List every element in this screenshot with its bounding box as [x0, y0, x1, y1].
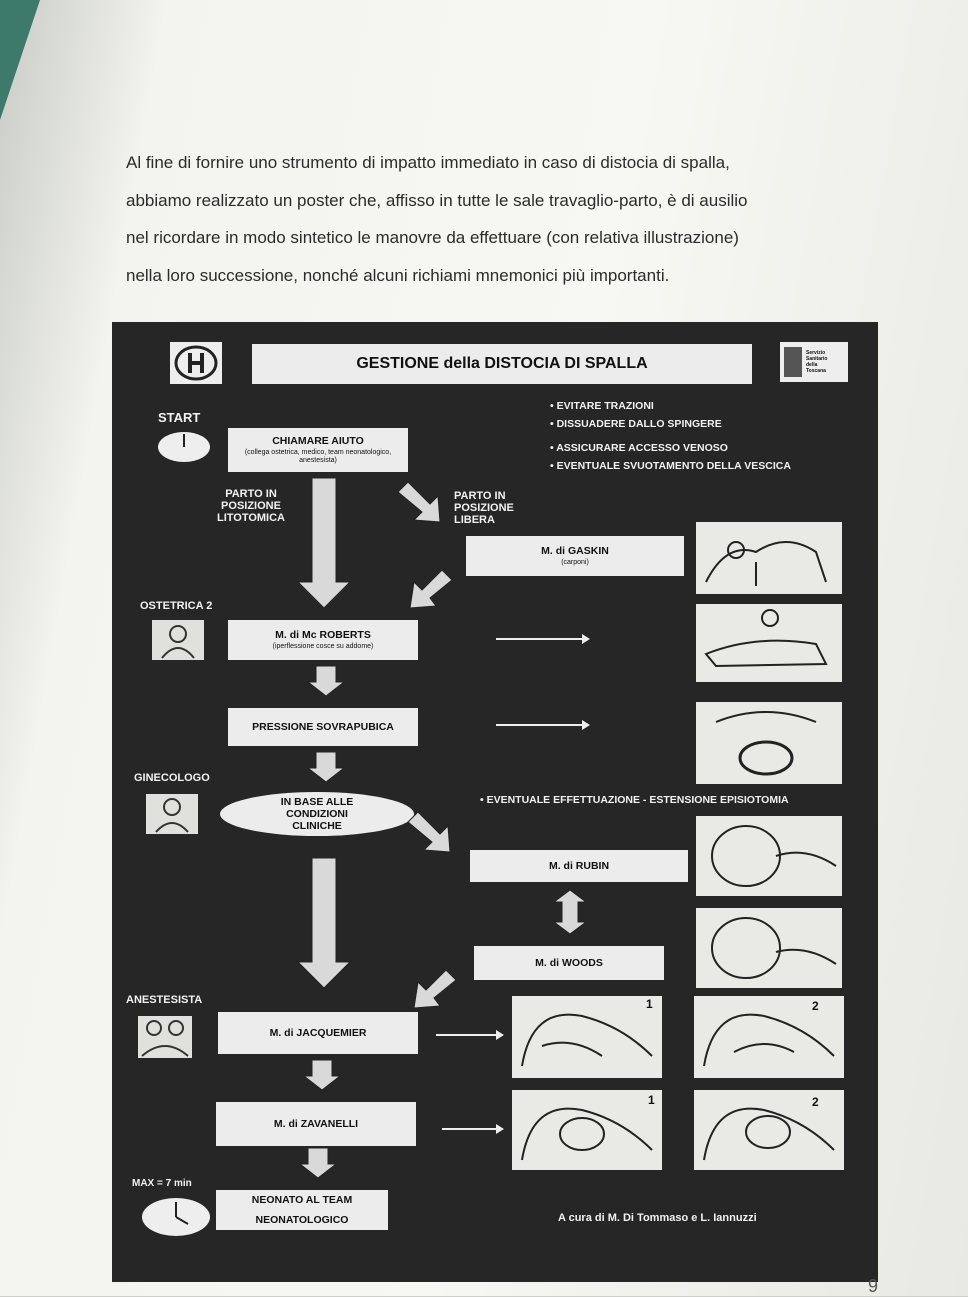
intro-paragraph: Al fine di fornire uno strumento di impa… — [126, 144, 890, 294]
down-arrow-icon — [306, 751, 346, 784]
clock-icon — [140, 1196, 212, 1238]
page-number: 9 — [868, 1276, 879, 1296]
right-arrow-icon — [436, 1030, 504, 1040]
box-pressione-sovrapubica: PRESSIONE SOVRAPUBICA — [228, 708, 418, 746]
diagonal-arrow-icon — [406, 569, 454, 610]
box-title: PRESSIONE SOVRAPUBICA — [252, 721, 394, 733]
ginecologo-icon — [146, 794, 198, 834]
box-subtitle: (carponi) — [561, 559, 589, 566]
bullet-item: • DISSUADERE DALLO SPINGERE — [550, 418, 722, 430]
box-chiamare-aiuto: CHIAMARE AIUTO (collega ostetrica, medic… — [228, 428, 408, 472]
label-parto-litotomica: PARTO IN POSIZIONE LITOTOMICA — [216, 488, 286, 524]
box-rubin: M. di RUBIN — [470, 850, 688, 882]
box-condizioni-cliniche: IN BASE ALLE CONDIZIONI CLINICHE — [220, 792, 414, 836]
poster: GESTIONE della DISTOCIA DI SPALLA Serviz… — [112, 322, 878, 1282]
intro-line: nel ricordare in modo sintetico le manov… — [126, 228, 739, 247]
poster-title: GESTIONE della DISTOCIA DI SPALLA — [252, 344, 752, 384]
woods-illustration — [696, 908, 842, 988]
right-arrow-icon — [496, 720, 590, 730]
label-anestesista: ANESTESISTA — [126, 994, 203, 1006]
step-number: 2 — [812, 1095, 819, 1109]
logo-text: Sanitario — [806, 356, 828, 362]
intro-line: abbiamo realizzato un poster che, affiss… — [126, 190, 748, 210]
diagonal-arrow-icon — [396, 480, 446, 524]
logo-text: Servizio — [806, 350, 826, 356]
logo-text: della — [806, 362, 818, 368]
box-title: NEONATO AL TEAM NEONATOLOGICO — [251, 1194, 353, 1226]
box-title: CHIAMARE AIUTO — [272, 435, 364, 447]
jacquemier-illustration-2 — [694, 996, 844, 1078]
box-title: M. di WOODS — [535, 957, 603, 969]
poster-credit: A cura di M. Di Tommaso e L. Iannuzzi — [558, 1212, 757, 1224]
right-arrow-icon — [442, 1124, 504, 1134]
down-arrow-icon — [302, 1059, 342, 1092]
toscana-logo: Servizio Sanitario della Toscana — [780, 342, 848, 382]
box-title: M. di Mc ROBERTS — [275, 629, 371, 641]
box-subtitle: (collega ostetrica, medico, team neonato… — [244, 449, 392, 464]
toscana-emblem-icon — [784, 347, 802, 377]
box-gaskin: M. di GASKIN (carponi) — [466, 536, 684, 576]
poster-title-text: GESTIONE della DISTOCIA DI SPALLA — [356, 355, 648, 372]
box-title: M. di JACQUEMIER — [269, 1027, 367, 1039]
box-title: IN BASE ALLE CONDIZIONI CLINICHE — [280, 796, 354, 832]
box-title: M. di ZAVANELLI — [273, 1118, 359, 1130]
gaskin-illustration — [696, 522, 842, 594]
bullet-item: • ASSICURARE ACCESSO VENOSO — [550, 442, 728, 454]
bullet-item: • EVENTUALE EFFETTUAZIONE - ESTENSIONE E… — [480, 794, 789, 806]
logo-text: Toscana — [806, 368, 826, 374]
start-label: START — [158, 410, 201, 425]
down-arrow-icon — [296, 857, 352, 990]
box-mcroberts: M. di Mc ROBERTS (iperflessione cosce su… — [228, 620, 418, 660]
clock-icon — [156, 430, 212, 464]
box-title: M. di GASKIN — [541, 545, 609, 557]
hospital-logo — [170, 342, 222, 384]
step-number: 2 — [812, 999, 819, 1013]
down-arrow-icon — [306, 665, 346, 698]
background-corner — [0, 0, 40, 120]
box-subtitle: (iperflessione cosce su addome) — [272, 643, 374, 650]
zavanelli-illustration-1 — [512, 1090, 662, 1170]
box-jacquemier: M. di JACQUEMIER — [218, 1012, 418, 1054]
ostetrica-icon — [152, 620, 204, 660]
down-arrow-icon — [296, 477, 352, 610]
mcroberts-illustration — [696, 604, 842, 682]
diagonal-arrow-icon — [406, 810, 456, 854]
box-neonato: NEONATO AL TEAM NEONATOLOGICO — [216, 1190, 388, 1230]
right-arrow-icon — [496, 634, 590, 644]
box-woods: M. di WOODS — [474, 946, 664, 980]
intro-line: Al fine di fornire uno strumento di impa… — [126, 153, 730, 172]
zavanelli-illustration-2 — [694, 1090, 844, 1170]
label-ginecologo: GINECOLOGO — [134, 772, 210, 784]
label-parto-libera: PARTO IN POSIZIONE LIBERA — [454, 490, 514, 526]
bullet-item: • EVENTUALE SVUOTAMENTO DELLA VESCICA — [550, 460, 791, 472]
bullet-item: • EVITARE TRAZIONI — [550, 400, 654, 412]
anestesista-icon — [138, 1016, 192, 1058]
box-zavanelli: M. di ZAVANELLI — [216, 1102, 416, 1146]
sovrapubica-illustration — [696, 702, 842, 784]
intro-line: nella loro successione, nonché alcuni ri… — [126, 265, 670, 285]
label-max-time: MAX = 7 min — [132, 1178, 192, 1189]
box-title: M. di RUBIN — [548, 860, 610, 872]
down-arrow-icon — [298, 1147, 338, 1180]
label-ostetrica2: OSTETRICA 2 — [140, 600, 213, 612]
jacquemier-illustration-1 — [512, 996, 662, 1078]
rubin-illustration — [696, 816, 842, 896]
double-arrow-icon — [552, 889, 588, 935]
step-number: 1 — [646, 997, 653, 1011]
step-number: 1 — [648, 1093, 655, 1107]
diagonal-arrow-icon — [410, 969, 458, 1010]
